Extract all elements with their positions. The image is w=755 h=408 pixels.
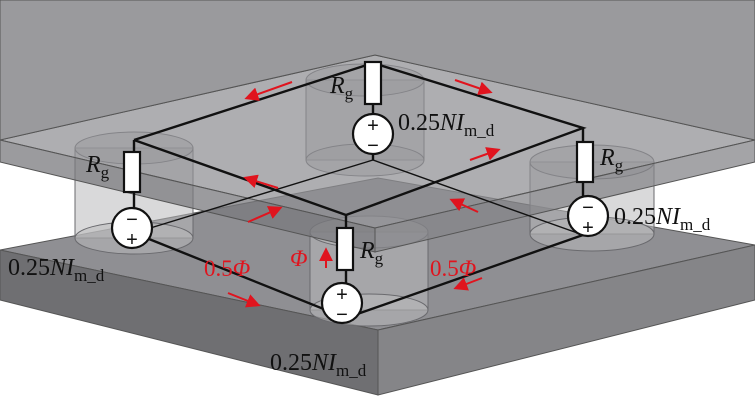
flux-arrow-inner-left — [243, 174, 279, 189]
sources: + − − + − + + − — [110, 112, 610, 326]
label-rg-back: Rg — [329, 73, 354, 103]
flux-arrow-mid-left — [247, 206, 283, 223]
label-source-back: 0.25NIm_d — [398, 110, 495, 140]
source-back-minus: − — [367, 135, 379, 157]
source-front-minus: − — [336, 304, 348, 326]
resistors — [122, 60, 595, 272]
flux-arrow-back-right — [454, 79, 493, 95]
resistor-front — [335, 226, 355, 272]
flux-arrow-front-right — [453, 277, 483, 291]
flux-arrow-inner-right — [469, 147, 501, 161]
label-source-right: 0.25NIm_d — [614, 204, 711, 234]
source-right-minus: − — [582, 197, 594, 219]
source-left-minus: − — [126, 209, 138, 231]
flux-arrows — [227, 79, 501, 308]
flux-arrow-front-left — [227, 292, 261, 308]
flux-arrow-mid-right — [449, 198, 479, 213]
source-front: + − — [320, 281, 364, 326]
flux-arrow-back-left — [244, 81, 293, 101]
source-right: − + — [566, 194, 610, 239]
source-back-plus: + — [367, 115, 379, 137]
label-rg-front: Rg — [359, 238, 384, 268]
label-flux-center: Φ — [290, 246, 308, 271]
labels: Rg Rg Rg Rg 0.25NIm_d 0.25NIm_d 0.25NIm_… — [8, 73, 711, 380]
resistor-back — [363, 60, 383, 106]
label-flux-half-right: 0.5Φ — [430, 256, 476, 281]
label-rg-right: Rg — [599, 145, 624, 175]
resistor-right — [575, 140, 595, 184]
source-left: − + — [110, 206, 154, 251]
label-rg-left: Rg — [85, 152, 110, 182]
label-flux-half-left: 0.5Φ — [204, 256, 250, 281]
label-source-left: 0.25NIm_d — [8, 255, 105, 285]
label-source-front: 0.25NIm_d — [270, 350, 367, 380]
source-back: + − — [351, 112, 395, 157]
source-left-plus: + — [126, 229, 138, 251]
source-right-plus: + — [582, 217, 594, 239]
resistor-left — [122, 150, 142, 194]
source-front-plus: + — [336, 284, 348, 306]
